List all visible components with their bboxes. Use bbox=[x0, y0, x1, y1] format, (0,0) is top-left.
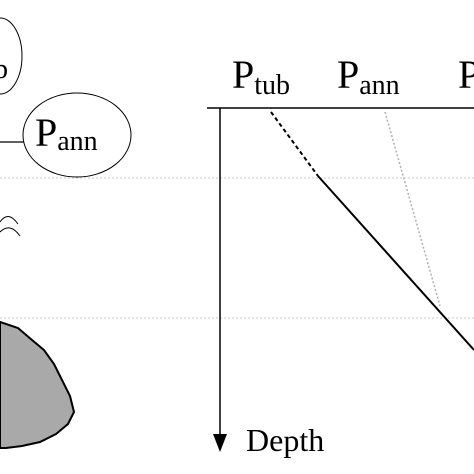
annulus-pressure-bubble bbox=[22, 92, 132, 178]
top-pressure-bubble bbox=[0, 17, 23, 95]
left-panel: b Pann bbox=[0, 17, 132, 449]
top-bubble-label: b bbox=[0, 54, 8, 85]
ann-bubble-label: Pann bbox=[35, 110, 98, 157]
right-panel: Ptub Pann P Depth bbox=[207, 52, 474, 458]
depth-axis-label: Depth bbox=[246, 422, 324, 458]
wave-marks bbox=[0, 216, 19, 225]
header-label-p-ann: Pann bbox=[337, 52, 400, 101]
depth-axis-arrowhead bbox=[213, 434, 227, 452]
header-label-p-third: P bbox=[458, 52, 474, 97]
p-tub-profile-solid bbox=[317, 175, 474, 351]
rock-formation bbox=[0, 320, 76, 449]
p-ann-profile-dotted bbox=[384, 111, 441, 307]
wave-marks-2 bbox=[0, 227, 21, 237]
header-label-p-tub: Ptub bbox=[232, 52, 290, 101]
p-tub-profile-dashed bbox=[270, 111, 319, 177]
